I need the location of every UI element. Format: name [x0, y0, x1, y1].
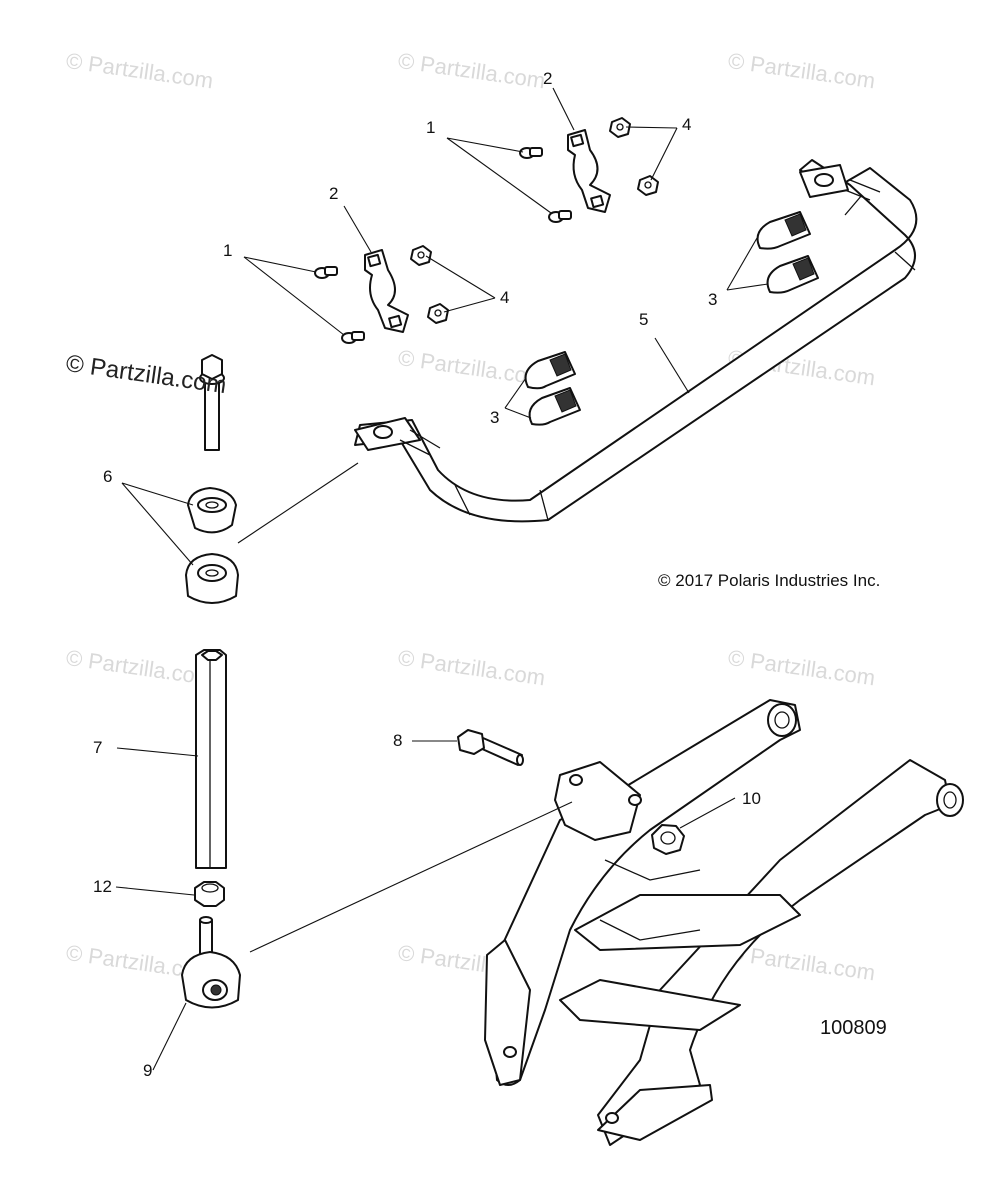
bushing-3a — [756, 211, 811, 250]
leader-lines — [115, 87, 769, 1071]
callout-label: 7 — [93, 738, 103, 757]
callout-label: 4 — [682, 115, 692, 134]
nut-10 — [651, 824, 685, 855]
callout-label: 8 — [393, 731, 403, 750]
clamp-lower — [364, 249, 409, 333]
copyright-notice: © 2017 Polaris Industries Inc. — [658, 571, 881, 590]
bolt-1b — [548, 210, 572, 223]
bolt-8 — [457, 729, 524, 766]
nut-4b — [637, 175, 659, 196]
callout-label: 9 — [143, 1061, 153, 1080]
rod-end — [181, 916, 241, 1009]
bushing-3d — [528, 387, 581, 426]
callout-label: 5 — [639, 310, 649, 329]
diagram-number: 100809 — [820, 1017, 887, 1039]
flange-bolt-upper — [199, 354, 225, 451]
nut-4d — [427, 303, 449, 324]
rear-frame-assembly — [484, 699, 964, 1146]
callout-label: 2 — [329, 184, 339, 203]
callout-label: 10 — [742, 789, 761, 808]
watermark-symbol: © — [64, 350, 86, 380]
callout-label: 3 — [708, 290, 718, 309]
nut-4a — [609, 117, 631, 138]
callout-label: 6 — [103, 467, 113, 486]
stabilizer-bar — [354, 159, 918, 523]
nut-12 — [194, 881, 225, 907]
grommet-upper — [187, 487, 237, 534]
nut-4c — [410, 245, 432, 266]
callout-label: 3 — [490, 408, 500, 427]
grommet-lower — [185, 553, 239, 604]
callout-label: 12 — [93, 877, 112, 896]
callout-label: 1 — [426, 118, 436, 137]
clamp-upper — [567, 129, 611, 213]
bolt-1c — [314, 266, 338, 279]
callout-label: 1 — [223, 241, 233, 260]
callout-label: 2 — [543, 69, 553, 88]
bushing-3b — [766, 255, 819, 294]
callout-label: 4 — [500, 288, 510, 307]
bolt-1a — [519, 147, 543, 159]
link-rod — [195, 649, 227, 869]
bolt-1d — [341, 331, 365, 344]
bushing-3c — [524, 351, 576, 390]
